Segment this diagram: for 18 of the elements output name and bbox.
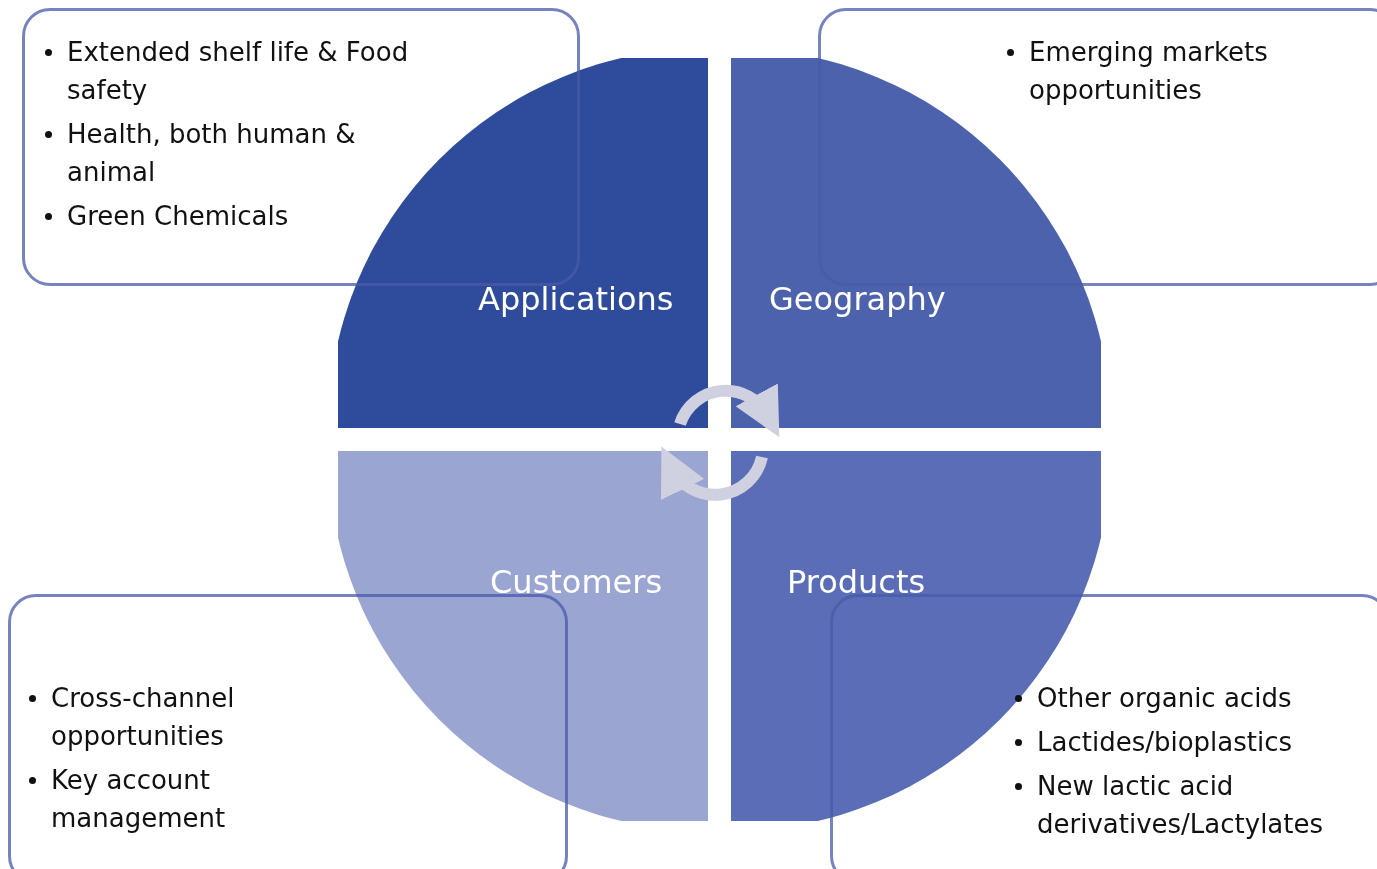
text-box (830, 594, 1377, 869)
bullet-item: Other organic acids (1037, 683, 1292, 713)
text-box (8, 594, 568, 869)
cycle-arrow (674, 382, 781, 437)
bullet-item: Key account management (51, 765, 226, 833)
bullet-item: Emerging markets opportunities (1029, 37, 1268, 105)
bullet-item: Extended shelf life & Food safety (67, 37, 409, 105)
bullet-item: Cross-channel opportunities (51, 683, 235, 751)
segment-label: Geography (769, 280, 946, 318)
segment-label: Products (787, 563, 926, 601)
segment-label: Customers (490, 563, 663, 601)
bullet-item: Health, both human & animal (67, 119, 356, 187)
text-box (22, 8, 580, 286)
text-box (818, 8, 1377, 286)
bullet-item: New lactic acid derivatives/Lactylates (1037, 771, 1324, 839)
bullet-item: Green Chemicals (67, 201, 289, 231)
bullet-item: Lactides/bioplastics (1037, 727, 1293, 757)
segment-label: Applications (478, 280, 674, 318)
